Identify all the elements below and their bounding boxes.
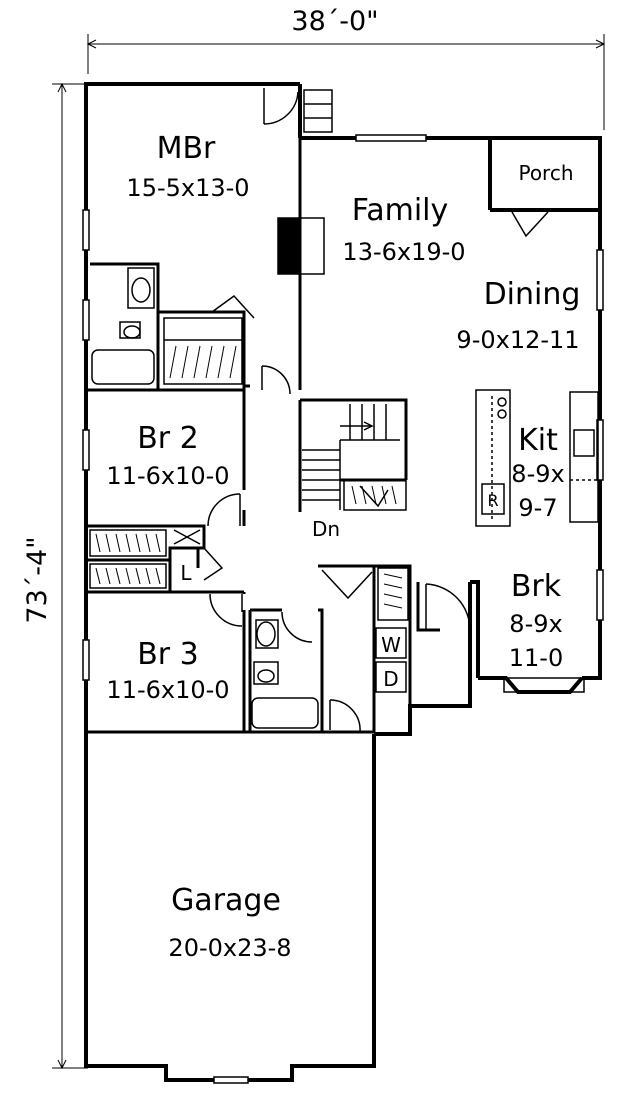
refrigerator-label: R bbox=[487, 491, 498, 510]
room-dining-size: 9-0x12-11 bbox=[456, 326, 579, 354]
width-dimension-label: 38´-0" bbox=[291, 6, 378, 37]
room-kit-size-line2: 9-7 bbox=[518, 494, 557, 522]
room-br3-name: Br 3 bbox=[137, 637, 199, 672]
room-dining-name: Dining bbox=[484, 277, 581, 312]
room-family-name: Family bbox=[352, 193, 449, 228]
mbr-closet-hatching bbox=[169, 345, 237, 379]
room-brk-size-line1: 8-9x bbox=[509, 610, 562, 638]
room-kit-name: Kit bbox=[518, 423, 558, 458]
stair-down-label: Dn bbox=[312, 517, 340, 541]
door-swings bbox=[203, 88, 549, 733]
interior-walls bbox=[86, 138, 440, 734]
room-br2-name: Br 2 bbox=[137, 421, 199, 456]
washer-label: W bbox=[381, 633, 401, 657]
closet-hatching bbox=[95, 485, 403, 609]
depth-dimension-label: 73´-4" bbox=[22, 536, 53, 623]
windows bbox=[82, 134, 604, 1084]
room-br3-size: 11-6x10-0 bbox=[106, 676, 229, 704]
room-mbr-name: MBr bbox=[157, 131, 216, 166]
room-garage-size: 20-0x23-8 bbox=[168, 934, 291, 962]
room-brk-name: Brk bbox=[511, 569, 562, 604]
width-dimension bbox=[86, 34, 606, 130]
linen-closet-label: L bbox=[180, 561, 192, 585]
room-kit-size-line1: 8-9x bbox=[511, 460, 564, 488]
room-family-size: 13-6x19-0 bbox=[342, 238, 465, 266]
room-mbr-size: 15-5x13-0 bbox=[126, 174, 249, 202]
fixtures bbox=[89, 89, 599, 729]
room-brk-size-line2: 11-0 bbox=[509, 644, 563, 672]
exterior-walls bbox=[84, 82, 602, 1082]
depth-dimension bbox=[52, 82, 88, 1070]
room-br2-size: 11-6x10-0 bbox=[106, 462, 229, 490]
room-porch-name: Porch bbox=[518, 161, 573, 185]
room-garage-name: Garage bbox=[171, 883, 281, 918]
dryer-label: D bbox=[383, 667, 398, 691]
